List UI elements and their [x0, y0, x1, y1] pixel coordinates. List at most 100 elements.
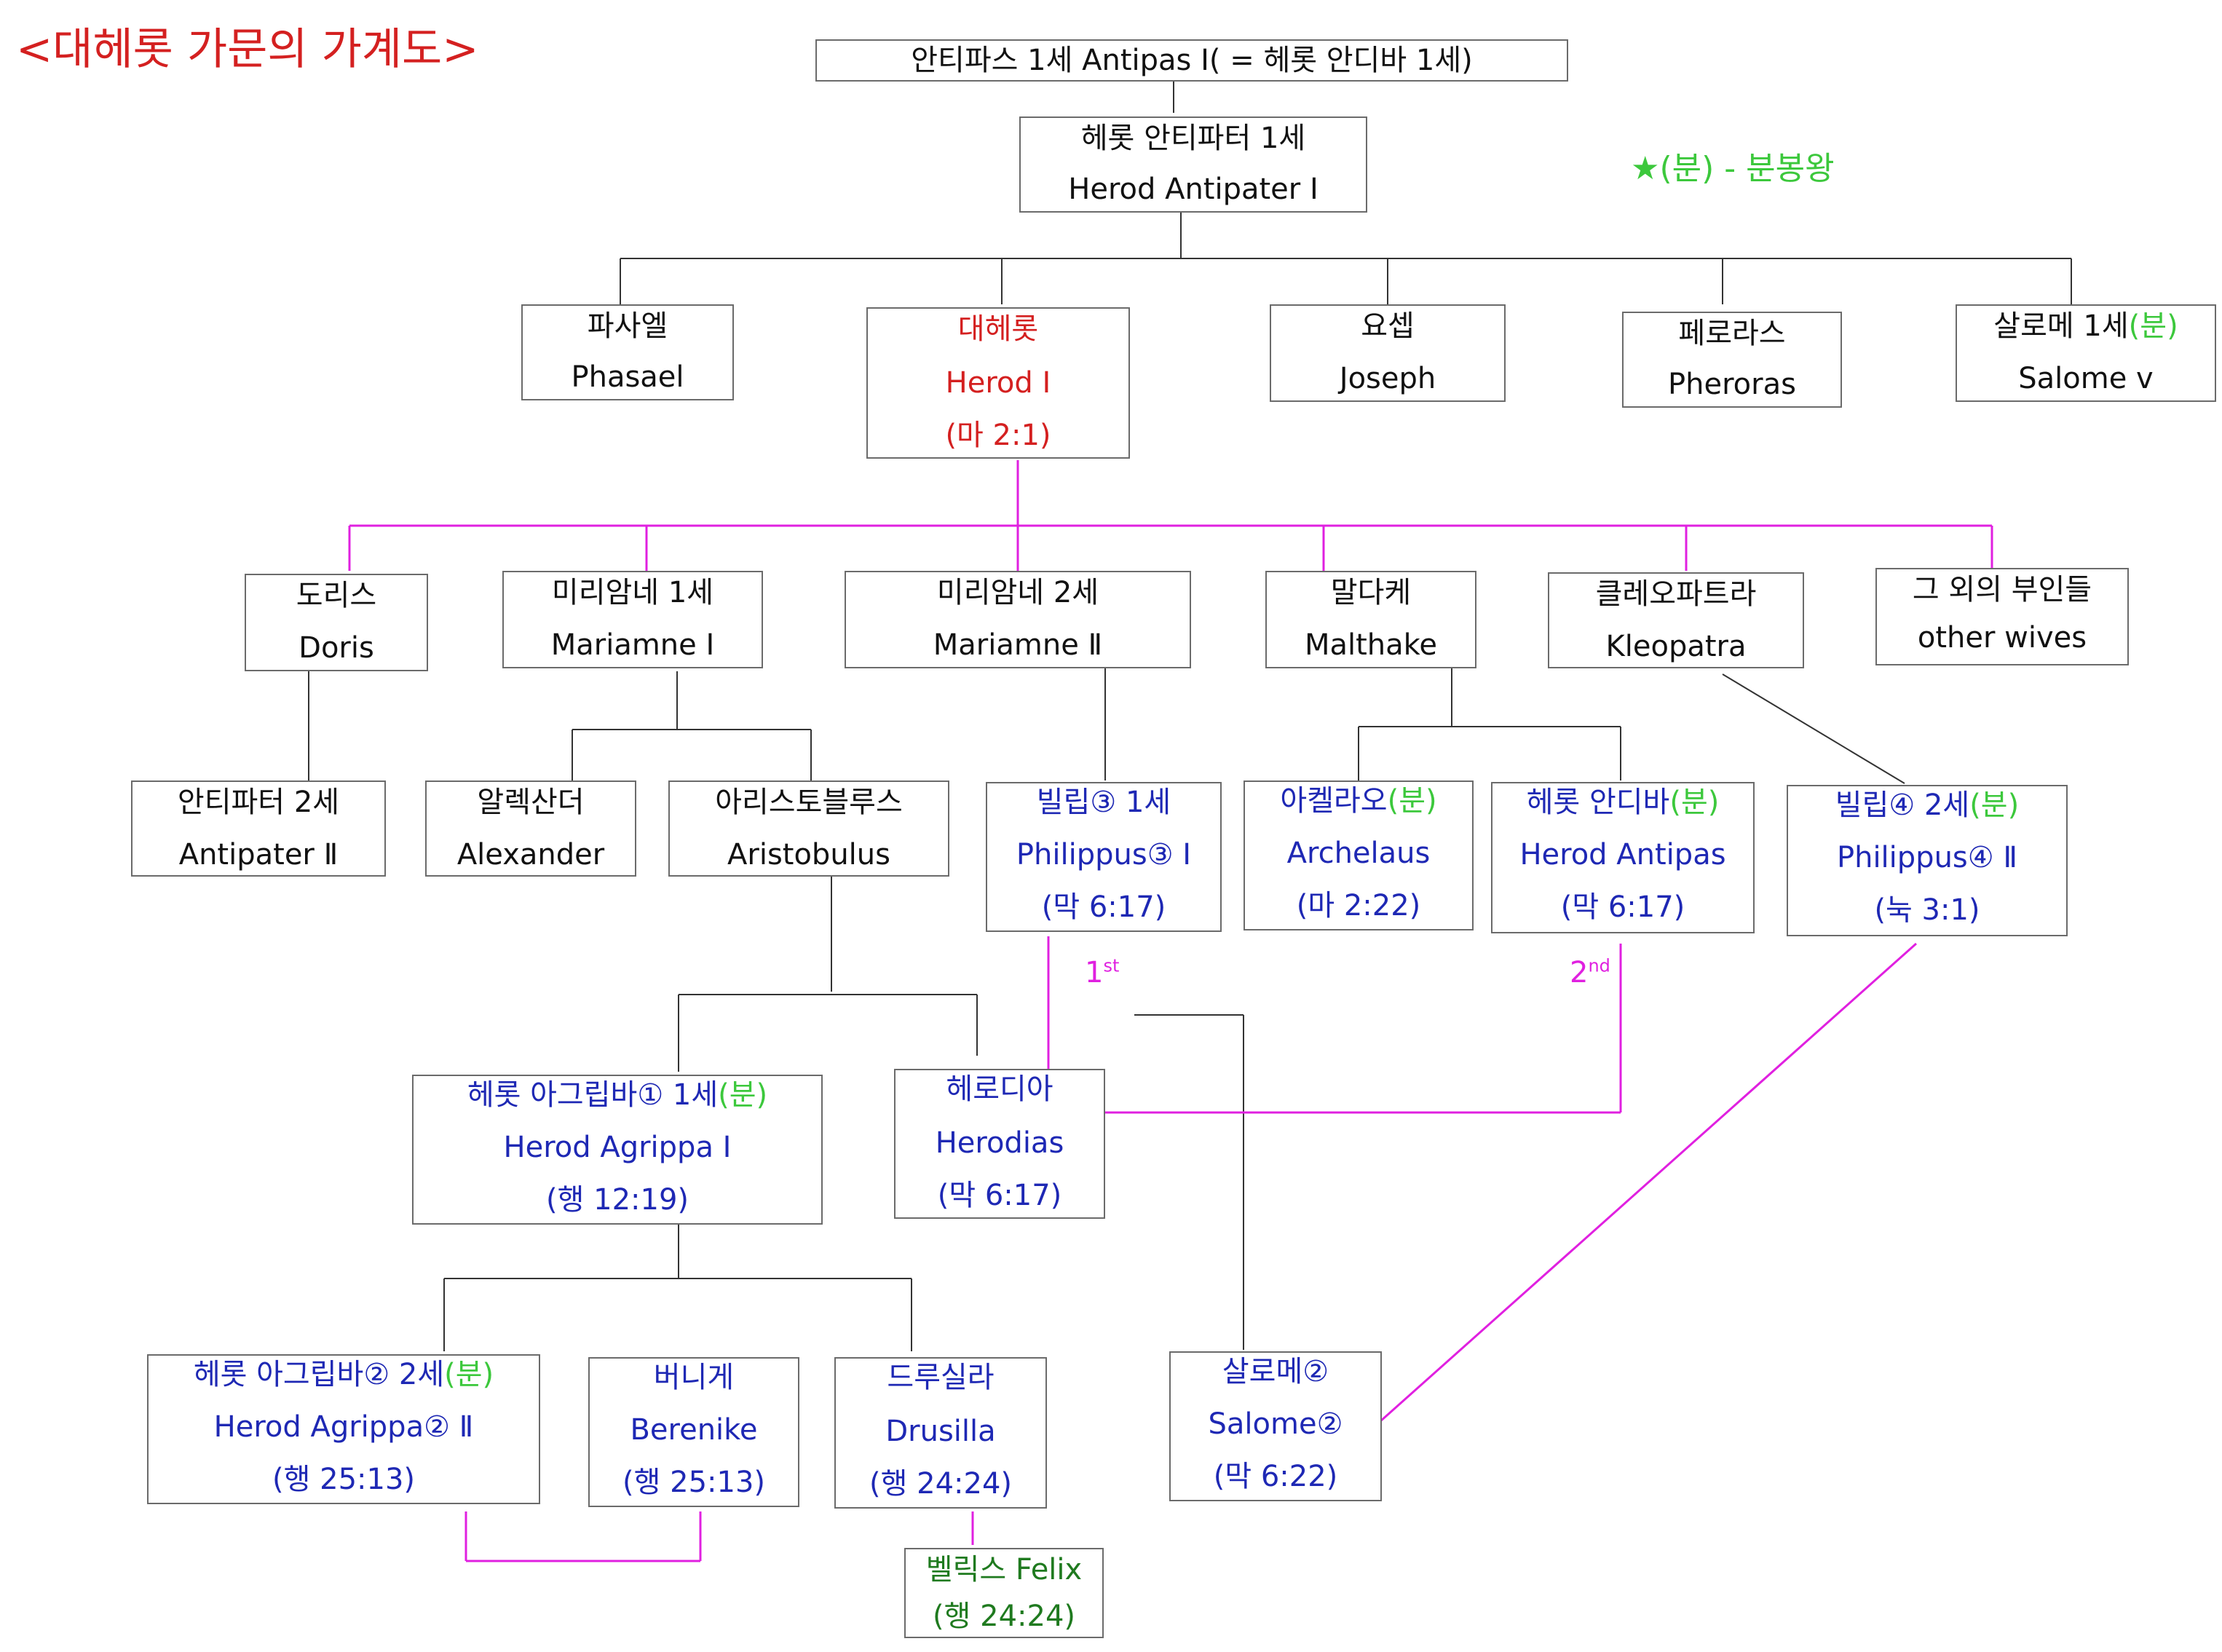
- person-name-ko-text: 헤롯 아그립바① 1세: [467, 1078, 719, 1112]
- person-name-ko-text: 헤롯 안디바: [1526, 786, 1670, 819]
- person-name-en: Alexander: [456, 838, 605, 872]
- person-philippus-2: 빌립④ 2세(분) Philippus④ Ⅱ (눅 3:1): [1787, 785, 2068, 936]
- person-salome-1: 살로메 1세(분) Salome v: [1956, 304, 2216, 402]
- person-salome-2: 살로메② Salome② (막 6:22): [1169, 1351, 1382, 1501]
- person-name-en: Salome v: [2018, 362, 2154, 395]
- ordinal-number: 2: [1570, 956, 1589, 989]
- person-agrippa-1: 헤롯 아그립바① 1세(분) Herod Agrippa Ⅰ (행 12:19): [412, 1075, 823, 1225]
- person-name-en: Herod Antipas: [1519, 838, 1726, 872]
- person-reference: (막 6:17): [937, 1179, 1062, 1212]
- person-name-ko: 버니게: [653, 1361, 735, 1394]
- person-name-ko: 미리암네 2세: [936, 576, 1099, 609]
- person-name-ko: 살로메②: [1222, 1355, 1329, 1388]
- tetrarch-mark: (분): [718, 1078, 768, 1112]
- person-name-ko: 헤로디아: [946, 1072, 1053, 1106]
- tetrarch-mark: (분): [444, 1358, 494, 1391]
- person-archelaus: 아켈라오(분) Archelaus (마 2:22): [1244, 780, 1474, 930]
- person-reference: (행 24:24): [933, 1600, 1075, 1633]
- person-aristobulus: 아리스토블루스 Aristobulus: [668, 780, 949, 877]
- person-name-ko: 헤롯 안티파터 1세: [1080, 122, 1306, 155]
- person-reference: (행 24:24): [869, 1467, 1012, 1501]
- person-name-ko: 아켈라오(분): [1245, 783, 1472, 818]
- person-mariamne-2: 미리암네 2세 Mariamne Ⅱ: [845, 571, 1191, 668]
- person-name-en: Pheroras: [1668, 368, 1796, 401]
- person-name-ko: 빌립④ 2세(분): [1788, 788, 2066, 823]
- person-name-ko: 알렉산더: [477, 786, 585, 819]
- person-name-ko: 안티파터 2세: [177, 786, 340, 819]
- person-reference: (마 2:1): [945, 419, 1051, 452]
- person-drusilla: 드루실라 Drusilla (행 24:24): [834, 1357, 1047, 1509]
- tetrarch-legend: ★(분) - 분봉왕: [1631, 150, 1835, 187]
- person-name-en: Drusilla: [885, 1415, 996, 1448]
- person-reference: (막 6:17): [1560, 890, 1685, 924]
- person-name-ko: 헤롯 아그립바② 2세(분): [149, 1357, 539, 1392]
- tetrarch-mark: (분): [2128, 309, 2178, 343]
- person-berenike: 버니게 Berenike (행 25:13): [588, 1357, 799, 1507]
- marriage-order-first: 1st: [1085, 955, 1119, 990]
- person-name-en: Malthake: [1304, 628, 1438, 662]
- person-name-ko: 안티파스 1세 Antipas Ⅰ( = 헤롯 안디바 1세): [911, 44, 1473, 77]
- person-name-ko: 헤롯 아그립바① 1세(분): [414, 1078, 821, 1112]
- tetrarch-mark: (분): [1969, 789, 2020, 822]
- person-name-en: Doris: [298, 631, 374, 665]
- person-herod-antipas: 헤롯 안디바(분) Herod Antipas (막 6:17): [1491, 782, 1755, 933]
- person-name-ko: 도리스: [296, 579, 377, 612]
- person-name-en: Kleopatra: [1605, 630, 1747, 663]
- person-herod-the-great: 대헤롯 Herod Ⅰ (마 2:1): [866, 307, 1130, 459]
- ordinal-suffix: nd: [1588, 955, 1610, 976]
- person-name: 벨릭스 Felix: [925, 1553, 1083, 1586]
- person-reference: (눅 3:1): [1874, 893, 1980, 927]
- ordinal-number: 1: [1085, 956, 1104, 989]
- person-name-en: Mariamne Ⅰ: [550, 628, 715, 662]
- person-philippus-1: 빌립③ 1세 Philippus③ Ⅰ (막 6:17): [986, 782, 1222, 932]
- person-name-en: Berenike: [630, 1413, 758, 1447]
- person-name-en: Philippus④ Ⅱ: [1836, 841, 2018, 874]
- person-name-ko-text: 살로메 1세: [1993, 309, 2129, 343]
- person-name-en: Herod Ⅰ: [945, 366, 1051, 400]
- person-reference: (막 6:22): [1213, 1460, 1338, 1493]
- person-reference: (막 6:17): [1041, 890, 1166, 924]
- person-name-en: Philippus③ Ⅰ: [1016, 838, 1192, 872]
- tetrarch-mark: (분): [1669, 786, 1720, 819]
- person-name-en: Salome②: [1208, 1407, 1343, 1441]
- person-reference: (행 25:13): [272, 1463, 415, 1496]
- person-name-ko: 파사엘: [587, 309, 668, 343]
- person-name-ko: 페로라스: [1678, 317, 1786, 350]
- person-name-ko: 요셉: [1361, 309, 1415, 343]
- ordinal-suffix: st: [1103, 955, 1120, 976]
- person-other-wives: 그 외의 부인들 other wives: [1875, 568, 2129, 665]
- person-name-en: Mariamne Ⅱ: [933, 628, 1103, 662]
- person-name-ko: 클레오파트라: [1595, 577, 1757, 611]
- person-name-ko: 미리암네 1세: [551, 576, 714, 609]
- person-name-en: Phasael: [571, 360, 684, 394]
- person-name-ko-text: 아켈라오: [1280, 784, 1388, 818]
- person-reference: (행 25:13): [622, 1466, 765, 1499]
- person-name-en: Herodias: [935, 1126, 1064, 1160]
- person-antipater-1: 헤롯 안티파터 1세 Herod Antipater Ⅰ: [1019, 116, 1367, 213]
- person-herodias: 헤로디아 Herodias (막 6:17): [894, 1069, 1105, 1219]
- person-name-ko: 그 외의 부인들: [1912, 573, 2092, 606]
- person-name-ko: 살로메 1세(분): [1957, 309, 2215, 344]
- page-title: <대헤롯 가문의 가계도>: [16, 24, 479, 75]
- person-doris: 도리스 Doris: [245, 574, 428, 671]
- person-pheroras: 페로라스 Pheroras: [1622, 312, 1842, 408]
- person-name-en: Antipater Ⅱ: [178, 838, 339, 872]
- person-name-ko: 드루실라: [887, 1361, 995, 1394]
- person-name-en: Aristobulus: [727, 838, 890, 872]
- person-name-en: Joseph: [1339, 362, 1436, 395]
- person-alexander: 알렉산더 Alexander: [425, 780, 636, 877]
- person-reference: (마 2:22): [1296, 889, 1421, 922]
- person-name-ko: 아리스토블루스: [715, 786, 903, 819]
- person-name-ko: 대헤롯: [957, 312, 1039, 346]
- person-mariamne-1: 미리암네 1세 Mariamne Ⅰ: [502, 571, 763, 668]
- person-name-en: Herod Agrippa Ⅰ: [503, 1131, 732, 1164]
- person-phasael: 파사엘 Phasael: [521, 304, 734, 400]
- person-name-en: Herod Agrippa② Ⅱ: [213, 1410, 474, 1444]
- person-name-ko-text: 헤롯 아그립바② 2세: [193, 1358, 445, 1391]
- person-name-ko: 빌립③ 1세: [1036, 786, 1171, 819]
- person-antipater-2: 안티파터 2세 Antipater Ⅱ: [131, 780, 386, 877]
- person-reference: (행 12:19): [546, 1183, 689, 1217]
- person-antipas-1: 안티파스 1세 Antipas Ⅰ( = 헤롯 안디바 1세): [815, 39, 1568, 82]
- person-name-en: Herod Antipater Ⅰ: [1068, 173, 1318, 206]
